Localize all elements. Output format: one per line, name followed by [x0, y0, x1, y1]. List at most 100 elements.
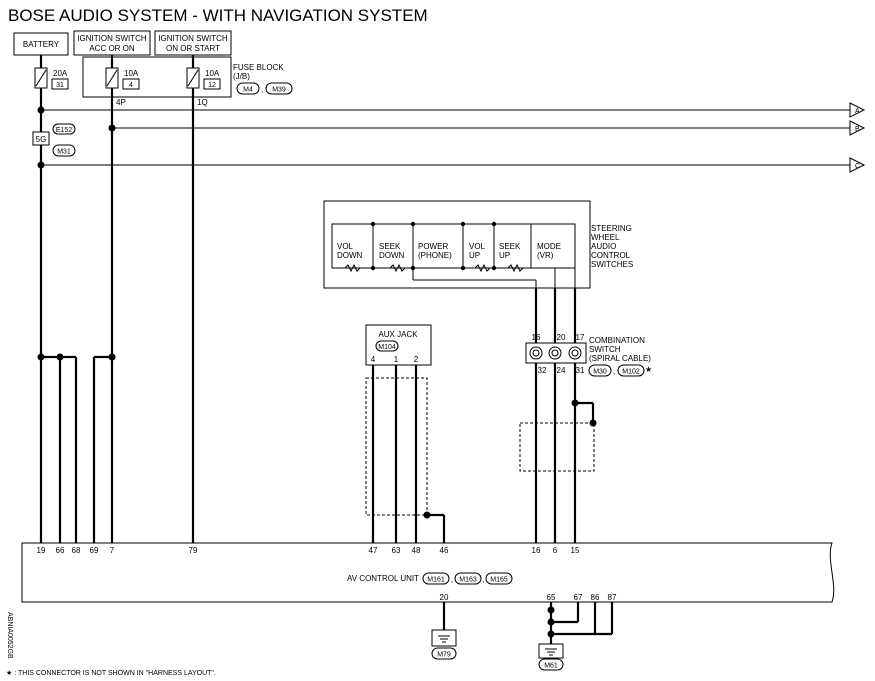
- aux-jack-conn: M104: [378, 344, 396, 351]
- ignition-acc-box: IGNITION SWITCH ACC OR ON: [73, 30, 151, 56]
- combo-top-pin-16: 16: [532, 333, 541, 342]
- combo-label-3: (SPIRAL CABLE): [589, 354, 651, 363]
- ground-m61-label: M61: [544, 663, 558, 670]
- page-title: BOSE AUDIO SYSTEM - WITH NAVIGATION SYST…: [8, 6, 428, 25]
- fuse-10a-12: 10A 12: [186, 67, 221, 90]
- svg-text:,: ,: [613, 367, 615, 376]
- switch-power-phone: POWER (PHONE): [412, 224, 452, 268]
- arrow-a: A: [849, 102, 866, 118]
- fuse-20a: 20A 31: [34, 67, 69, 90]
- fuse-20a-amp: 20A: [53, 69, 68, 78]
- battery-label: BATTERY: [23, 40, 60, 49]
- av-pin-7: 7: [110, 546, 115, 555]
- fuse-block-conn-2: M39: [272, 87, 286, 94]
- ground-icon: [538, 643, 564, 659]
- av-pin-46: 46: [440, 546, 449, 555]
- svg-text:SEEK: SEEK: [379, 242, 401, 251]
- battery-box: BATTERY: [13, 32, 69, 56]
- aux-jack-box: AUX JACK M104: [365, 324, 432, 366]
- av-pin-86: 86: [591, 593, 600, 602]
- ignition-on-label-2: ON OR START: [166, 44, 220, 53]
- av-pin-67: 67: [574, 593, 583, 602]
- fuse-block-label-2: (J/B): [233, 72, 250, 81]
- combo-star-icon: ★: [645, 365, 652, 374]
- combo-top-pin-17: 17: [576, 333, 585, 342]
- svg-text:(VR): (VR): [537, 251, 554, 260]
- switch-seek-up: SEEK UP: [493, 224, 521, 268]
- combo-bottom-pin-32: 32: [538, 366, 547, 375]
- fuse-10a-12-num: 12: [208, 82, 216, 89]
- combo-connectors: M30 , M102 ★: [588, 364, 652, 377]
- svg-text:UP: UP: [469, 251, 480, 260]
- svg-text:DOWN: DOWN: [337, 251, 363, 260]
- switch-seek-down: SEEK DOWN: [372, 224, 405, 268]
- fuse-10a-4-num: 4: [129, 82, 133, 89]
- av-pin-20: 20: [440, 593, 449, 602]
- switch-vol-down: VOL DOWN: [331, 242, 363, 260]
- svg-text:B: B: [855, 126, 860, 133]
- svg-text:POWER: POWER: [418, 242, 448, 251]
- svg-text:SEEK: SEEK: [499, 242, 521, 251]
- ground-icon: [431, 629, 457, 647]
- av-conn-m161: M161: [427, 577, 445, 584]
- av-pin-47: 47: [369, 546, 378, 555]
- fuse-20a-num: 31: [56, 82, 64, 89]
- fuse-block-sep: ,: [261, 85, 263, 94]
- av-pin-48: 48: [412, 546, 421, 555]
- av-pin-16: 16: [532, 546, 541, 555]
- av-pin-15: 15: [571, 546, 580, 555]
- aux-pin-4: 4: [371, 355, 376, 364]
- fusible-link-5g: 5G E152 M31: [32, 123, 76, 157]
- steering-label-4: CONTROL: [591, 251, 631, 260]
- fuse-10a-4: 10A 4: [105, 67, 140, 90]
- fuse-block-label-1: FUSE BLOCK: [233, 63, 284, 72]
- av-pin-63: 63: [392, 546, 401, 555]
- fuse-10a-12-amp: 10A: [205, 69, 220, 78]
- av-pin-87: 87: [608, 593, 617, 602]
- steering-label-3: AUDIO: [591, 242, 616, 251]
- combo-bottom-pin-24: 24: [557, 366, 566, 375]
- switch-vol-up: VOL UP: [462, 224, 486, 268]
- svg-text:,: ,: [482, 575, 484, 584]
- connector-e152: E152: [56, 127, 72, 134]
- connector-m31: M31: [57, 149, 71, 156]
- steering-switch-box: [323, 200, 591, 289]
- ignition-acc-label-1: IGNITION SWITCH: [77, 34, 147, 43]
- aux-jack-label: AUX JACK: [378, 330, 418, 339]
- svg-text:,: ,: [451, 575, 453, 584]
- combination-switch: [525, 342, 587, 364]
- arrow-c: C: [849, 157, 866, 173]
- ground-m79-label: M79: [437, 652, 451, 659]
- arrow-b: B: [849, 120, 866, 136]
- combo-bottom-pin-31: 31: [576, 366, 585, 375]
- pin-1q: 1Q: [197, 98, 208, 107]
- steering-label-2: WHEEL: [591, 233, 620, 242]
- combo-conn-m102: M102: [622, 369, 640, 376]
- shield-dashed-box-right: [519, 422, 595, 472]
- steering-label-5: SWITCHES: [591, 260, 633, 269]
- switch-mode-vr: MODE (VR): [530, 224, 561, 268]
- av-unit-label: AV CONTROL UNIT: [347, 574, 419, 583]
- fuse-block-conn-1: M4: [243, 87, 253, 94]
- av-conn-m163: M163: [459, 577, 477, 584]
- combo-label-2: SWITCH: [589, 345, 621, 354]
- combo-label-1: COMBINATION: [589, 336, 645, 345]
- svg-text:VOL: VOL: [337, 242, 354, 251]
- av-pin-68: 68: [72, 546, 81, 555]
- av-pin-65: 65: [547, 593, 556, 602]
- ignition-acc-label-2: ACC OR ON: [89, 44, 135, 53]
- combo-top-pin-20: 20: [557, 333, 566, 342]
- svg-text:VOL: VOL: [469, 242, 486, 251]
- svg-text:UP: UP: [499, 251, 510, 260]
- fuse-block-outline: [82, 56, 232, 98]
- av-pin-19: 19: [37, 546, 46, 555]
- svg-text:DOWN: DOWN: [379, 251, 405, 260]
- ignition-on-box: IGNITION SWITCH ON OR START: [154, 30, 232, 56]
- av-conn-m165: M165: [490, 577, 508, 584]
- fuse-block-connectors: M4 , M39: [236, 82, 293, 95]
- svg-text:C: C: [855, 163, 860, 170]
- steering-label-1: STEERING: [591, 224, 632, 233]
- shield-dashed-box-aux: [365, 377, 428, 516]
- combo-conn-m30: M30: [593, 369, 607, 376]
